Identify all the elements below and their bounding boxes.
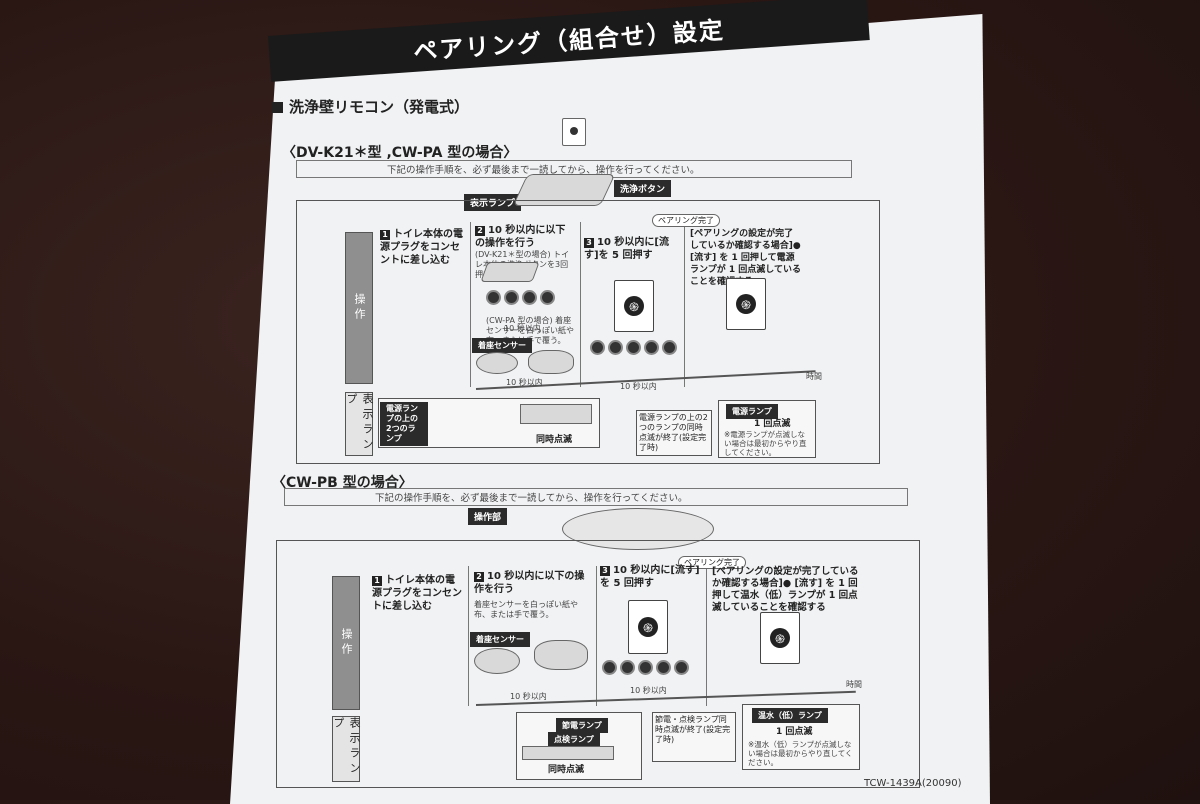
simultaneous-blink-label: 同時点滅: [548, 765, 585, 775]
time-label: 時間: [806, 372, 822, 381]
within-10s-label: 10 秒以内: [620, 382, 657, 391]
display-lamp-tag: 表示ランプ: [464, 194, 521, 211]
divider: [470, 222, 471, 387]
part1-frame: [296, 200, 880, 464]
remote-illustration: ֍: [614, 280, 654, 332]
remote-illustration-confirm: ֍: [760, 612, 800, 664]
part2-frame: [276, 540, 920, 788]
square-bullet-icon: [272, 102, 283, 113]
blink-once-label: 1 回点滅: [754, 419, 791, 429]
blink-retry-note: ※電源ランプが点滅しない場合は最初からやり直してください。: [724, 430, 807, 457]
lamp-end-note: 電源ランプの上の2つのランプの同時点滅が終了(設定完了時): [636, 410, 712, 456]
blink-once-label: 1 回点滅: [776, 727, 813, 737]
divider: [596, 566, 597, 706]
seat-cover-illustration: [528, 350, 574, 374]
title-text: ペアリング（組合せ）設定: [412, 15, 726, 66]
lamp-end-note: 節電・点検ランプ同時点滅が終了(設定完了時): [652, 712, 736, 762]
part1-heading: 〈DV-K21＊型 ,CW-PA 型の場合〉: [282, 145, 518, 161]
flush-swirl-icon: ֍: [770, 628, 790, 648]
lamp-panel-illustration: [522, 746, 614, 760]
document-code: TCW-1439A(20090): [864, 778, 962, 789]
within-10s-label: 10 秒以内: [510, 692, 547, 701]
flush-swirl-icon: ֍: [736, 294, 756, 314]
toilet-button-illustration: [480, 262, 540, 282]
remote-illustration-confirm: ֍: [726, 278, 766, 330]
seat-sensor-illustration: [474, 648, 520, 674]
part2-lamp-label: 表示ランプ: [332, 716, 361, 782]
lamp-panel-illustration: [520, 404, 592, 424]
part2-step4: [ペアリングの設定が完了しているか確認する場合]● [流す] を 1 回押して温…: [712, 566, 859, 613]
divider: [706, 566, 707, 706]
part2-heading: 〈CW-PB 型の場合〉: [272, 475, 413, 491]
control-panel-tag: 操作部: [468, 508, 508, 525]
flush-button-tag: 洗浄ボタン: [614, 180, 672, 197]
remote-control-icon: [562, 118, 586, 146]
flush-swirl-icon: ֍: [624, 296, 644, 316]
five-press-illustration: [602, 660, 692, 678]
section-heading: 洗浄壁リモコン（発電式）: [272, 96, 469, 117]
part1-lamp-label: 表示ランプ: [345, 392, 374, 456]
flush-swirl-icon: ֍: [638, 617, 658, 637]
part1-operation-label: 操作: [345, 232, 373, 384]
within-10s-label: 10 秒以内: [630, 686, 667, 695]
page-title: ペアリング（組合せ）設定: [268, 0, 870, 82]
part2-note: 下記の操作手順を、必ず最後まで一読してから、操作を行ってください。: [284, 488, 908, 506]
within-10s-label: 10 秒以内: [506, 378, 543, 387]
part1-step4: [ペアリングの設定が完了しているか確認する場合]● [流す] を 1 回押して電…: [690, 229, 801, 287]
power-save-lamp-tag: 節電ランプ: [556, 718, 608, 733]
warm-water-lamp-tag: 温水（低）ランプ: [752, 708, 828, 723]
pairing-complete-badge: ペアリング完了: [678, 556, 746, 569]
part2-operation-label: 操作: [332, 576, 360, 710]
divider: [684, 222, 685, 387]
divider: [468, 566, 469, 706]
seat-cover-illustration: [534, 640, 588, 670]
five-press-illustration: [590, 340, 680, 358]
remote-illustration: ֍: [628, 600, 668, 654]
toilet-seat-illustration: [562, 508, 714, 550]
seat-sensor-illustration: [476, 352, 518, 374]
time-label: 時間: [846, 680, 862, 689]
simultaneous-blink-label: 同時点滅: [536, 435, 573, 445]
top-two-lamps-tag: 電源ランプの上の2つのランプ: [380, 402, 428, 446]
blink-retry-note: ※温水（低）ランプが点滅しない場合は最初からやり直してください。: [748, 740, 853, 767]
pairing-complete-badge: ペアリング完了: [652, 214, 720, 227]
inspection-lamp-tag: 点検ランプ: [548, 732, 600, 747]
seat-sensor-tag: 着座センサー: [470, 632, 530, 647]
power-lamp-tag: 電源ランプ: [726, 404, 778, 419]
divider: [580, 222, 581, 387]
within-10s-label: 10 秒以内: [504, 324, 541, 333]
seat-sensor-tag: 着座センサー: [472, 338, 532, 353]
press-buttons-illustration: [486, 290, 558, 308]
